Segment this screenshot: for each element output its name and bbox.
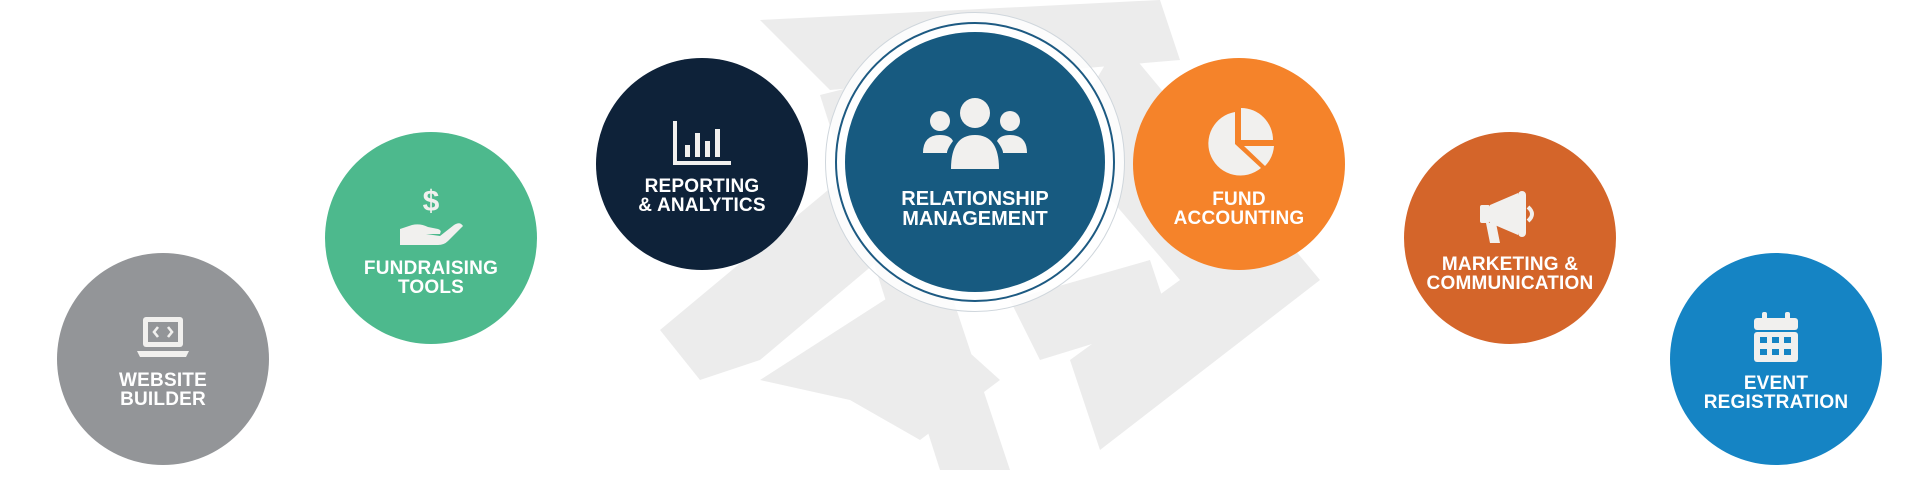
website-builder-module[interactable]: WEBSITE BUILDER: [57, 253, 269, 465]
hand-dollar-icon: $: [400, 185, 463, 245]
module-label: MARKETING & COMMUNICATION: [1426, 254, 1594, 294]
module-label: WEBSITE BUILDER: [119, 370, 207, 410]
module-label: FUND ACCOUNTING: [1173, 189, 1305, 229]
module-label: FUNDRAISING TOOLS: [363, 258, 499, 298]
module-label: RELATIONSHIP MANAGEMENT: [901, 188, 1049, 230]
module-label: EVENT REGISTRATION: [1703, 373, 1849, 413]
pie-chart-icon: [1208, 108, 1274, 176]
relationship-management-module[interactable]: RELATIONSHIP MANAGEMENT: [845, 32, 1105, 292]
bar-chart-icon: [673, 121, 731, 165]
megaphone-icon: [1480, 191, 1534, 243]
module-label: REPORTING & ANALYTICS: [638, 176, 766, 216]
users-group-icon: [923, 98, 1027, 169]
marketing-communication-module[interactable]: MARKETING & COMMUNICATION: [1404, 132, 1616, 344]
reporting-analytics-module[interactable]: REPORTING & ANALYTICS: [596, 58, 808, 270]
fund-accounting-module[interactable]: FUND ACCOUNTING: [1133, 58, 1345, 270]
relationship-management-highlight: RELATIONSHIP MANAGEMENT: [825, 12, 1125, 312]
event-registration-module[interactable]: EVENT REGISTRATION: [1670, 253, 1882, 465]
svg-text:$: $: [423, 185, 440, 218]
laptop-code-icon: [137, 317, 189, 357]
calendar-icon: [1754, 312, 1798, 362]
fundraising-tools-module[interactable]: $ FUNDRAISING TOOLS: [325, 132, 537, 344]
